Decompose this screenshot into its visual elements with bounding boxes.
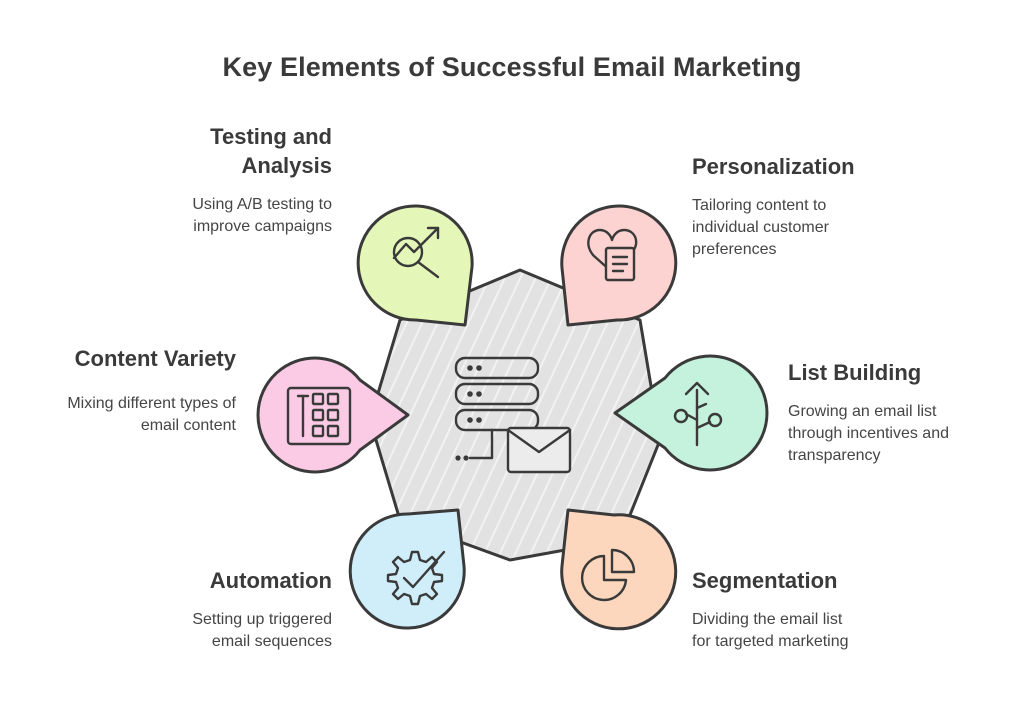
desc-testing-line2: improve campaigns <box>193 218 332 235</box>
label-list: List Building Growing an email list thro… <box>788 358 1024 467</box>
label-segmentation: Segmentation Dividing the email list for… <box>692 566 992 653</box>
desc-automation-line1: Setting up triggered <box>192 611 332 628</box>
desc-content-line1: Mixing different types of <box>67 395 236 412</box>
label-content: Content Variety Mixing different types o… <box>0 344 236 437</box>
desc-personalization-line1: Tailoring content to <box>692 197 827 214</box>
heading-automation-line1: Automation <box>209 568 332 593</box>
label-personalization: Personalization Tailoring content to ind… <box>692 152 992 261</box>
label-testing: Testing and Analysis Using A/B testing t… <box>32 122 332 238</box>
heading-personalization: Personalization <box>692 152 992 181</box>
growth-branch-icon <box>673 381 723 447</box>
diagram-title: Key Elements of Successful Email Marketi… <box>222 52 802 82</box>
heading-list-line1: List Building <box>788 360 922 385</box>
desc-content-line2: email content <box>140 417 236 434</box>
heading-testing: Testing and Analysis <box>32 122 332 180</box>
list-teardrop <box>613 354 769 472</box>
heading-list: List Building <box>788 358 1024 387</box>
desc-content: Mixing different types of email content <box>0 393 236 437</box>
gear-check-icon <box>386 550 446 606</box>
desc-automation: Setting up triggered email sequences <box>32 609 332 653</box>
desc-list-line1: Growing an email list <box>788 403 937 420</box>
desc-personalization: Tailoring content to individual customer… <box>692 195 992 261</box>
heading-segmentation-line1: Segmentation <box>692 568 838 593</box>
trend-magnifier-icon <box>392 226 440 279</box>
heading-testing-line2: Analysis <box>241 153 333 178</box>
content-teardrop <box>256 356 410 474</box>
server-email-icon <box>454 356 572 474</box>
pie-chart-icon <box>580 548 636 602</box>
personalization-teardrop <box>560 204 678 327</box>
center-hexagon <box>368 268 662 562</box>
desc-automation-line2: email sequences <box>211 633 332 650</box>
desc-personalization-line3: preferences <box>692 241 777 258</box>
desc-segmentation-line1: Dividing the email list <box>692 611 843 628</box>
heading-segmentation: Segmentation <box>692 566 992 595</box>
heart-document-icon <box>587 228 638 282</box>
testing-teardrop <box>356 204 474 327</box>
heading-testing-line1: Testing and <box>210 124 332 149</box>
desc-list-line2: through incentives and <box>788 425 949 442</box>
desc-personalization-line2: individual customer <box>692 219 829 236</box>
segmentation-teardrop <box>560 508 678 631</box>
label-automation: Automation Setting up triggered email se… <box>32 566 332 653</box>
automation-teardrop <box>348 508 466 630</box>
desc-segmentation-line2: for targeted marketing <box>692 633 849 650</box>
heading-automation: Automation <box>32 566 332 595</box>
center-hub <box>368 268 662 562</box>
desc-list-line3: transparency <box>788 447 881 464</box>
desc-list: Growing an email list through incentives… <box>788 401 1024 467</box>
content-grid-icon <box>286 386 352 446</box>
heading-personalization-line1: Personalization <box>692 154 855 179</box>
heading-content-line1: Content Variety <box>74 346 236 371</box>
desc-segmentation: Dividing the email list for targeted mar… <box>692 609 992 653</box>
heading-content: Content Variety <box>0 344 236 373</box>
desc-testing: Using A/B testing to improve campaigns <box>32 194 332 238</box>
desc-testing-line1: Using A/B testing to <box>192 196 332 213</box>
